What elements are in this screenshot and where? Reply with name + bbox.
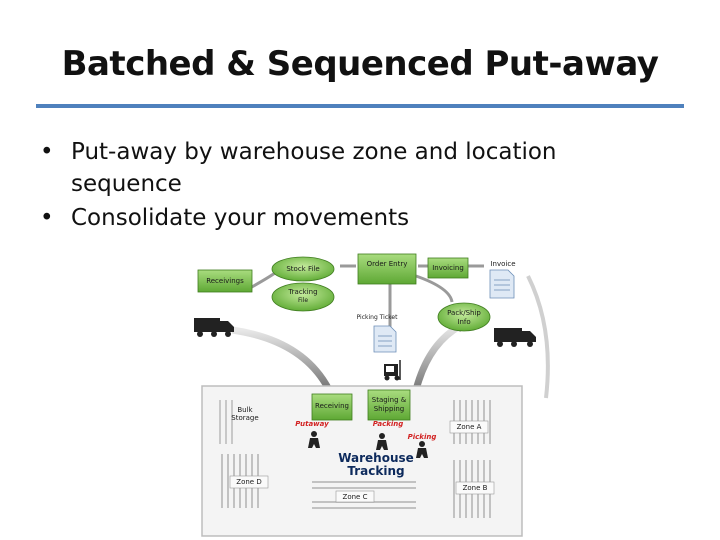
receiving-dock [311,393,353,421]
tracking-file-node [271,282,335,312]
invoice-document-icon [489,269,515,299]
invoicing-label: Invoicing [432,264,464,272]
packing-label: Packing [372,420,404,428]
zone-a-label: Zone A [456,423,482,431]
decorative-arc [526,275,550,399]
bulk-storage-label-line2: Storage [231,414,259,422]
worker-icons [308,431,428,458]
outbound-truck-icon [494,328,536,347]
zone-b-label: Zone B [462,484,488,492]
bullet-text: Put-away by warehouse zone and location … [71,139,557,197]
staging-label-line1: Staging & [371,396,407,404]
receivings-node [197,269,253,293]
pack-ship-node [437,302,491,332]
stock-file-label: Stock File [286,265,320,273]
pack-ship-label-line1: Pack/Ship [447,309,481,317]
warehouse-floor [201,385,523,537]
picking-label: Picking [407,433,437,441]
bullet-item: • Consolidate your movements [34,202,674,234]
staging-shipping-dock [367,389,411,421]
slide-title: Batched & Sequenced Put-away [61,44,659,84]
zone-c-label: Zone C [342,493,368,501]
warehouse-tracking-title-line1: Warehouse [338,451,414,465]
inbound-flow-arrow [231,326,332,390]
bullet-list: • Put-away by warehouse zone and locatio… [34,136,674,236]
zone-d-label: Zone D [236,478,262,486]
inbound-truck-icon [194,318,234,337]
diagram-graphics [194,253,550,537]
stock-file-node [271,256,335,282]
invoice-label: Invoice [490,260,516,268]
staging-label-line2: Shipping [373,405,405,413]
bullet-icon: • [40,139,54,165]
bullet-text: Consolidate your movements [71,205,410,231]
invoicing-node [427,257,469,279]
warehouse-tracking-title-line2: Tracking [347,464,405,478]
forklift-icon [384,360,401,381]
tracking-file-label-line2: File [297,297,309,304]
receiving-label: Receiving [315,402,349,410]
tracking-file-label-line1: Tracking [288,288,318,296]
bullet-icon: • [40,205,54,231]
bulk-storage-label-line1: Bulk [237,406,253,414]
bullet-item: • Put-away by warehouse zone and locatio… [34,136,674,200]
pack-ship-label-line2: Info [457,318,471,326]
picking-ticket-document-icon [373,325,397,353]
outbound-flow-arrow [412,322,462,391]
receivings-label: Receivings [206,277,244,285]
title-divider [36,104,684,108]
warehouse-flow-diagram: Receivings Stock File Tracking File Orde… [192,248,554,540]
picking-ticket-label: Picking Ticket [356,314,398,321]
putaway-label: Putaway [295,420,329,428]
order-entry-label: Order Entry [366,260,408,268]
order-entry-node [357,253,417,285]
